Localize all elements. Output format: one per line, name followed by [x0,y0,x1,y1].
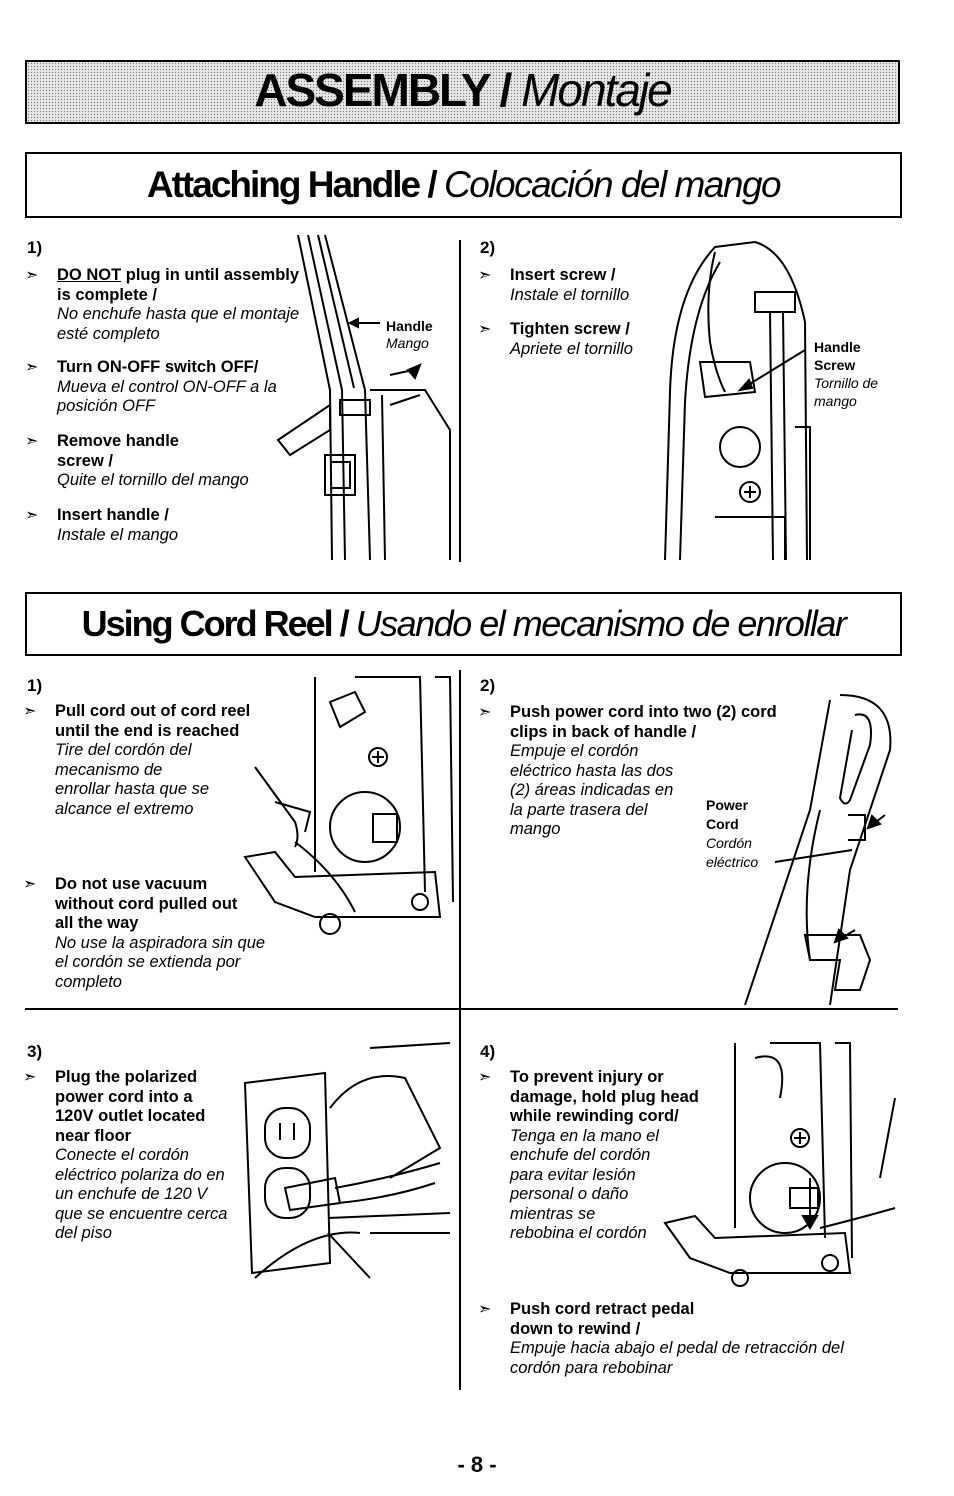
arrowhead-bullet-icon: ➣ [25,433,39,450]
callout-label: Power Cord Cordón eléctrico [706,797,759,870]
arrowhead-bullet-icon: ➣ [23,876,37,893]
arrowhead-bullet-icon: ➣ [478,704,492,721]
instruction-item: ➣ Push power cord into two (2) cord clip… [478,703,777,838]
instruction-item: ➣ To prevent injury or damage, hold plug… [478,1068,699,1242]
step-number: 2) [480,238,496,257]
arrowhead-bullet-icon: ➣ [478,1301,492,1318]
wall-outlet-plug-illustration [243,1042,451,1279]
instruction-item: ➣ Insert screw / Instale el tornillo [478,266,630,304]
instruction-item: ➣ Tighten screw / Apriete el tornillo [478,320,633,358]
instruction-item: ➣ Turn ON-OFF switch OFF/ Mueva el contr… [25,358,277,415]
section-title-attaching-handle: Attaching Handle / Colocación del mango [25,152,902,218]
step-number: 1) [27,676,43,695]
section2-divider-vertical [459,670,461,1390]
instruction-item: ➣ Insert handle / Instale el mango [25,506,179,544]
step-number: 4) [480,1042,496,1061]
assembly-banner: ASSEMBLY / Montaje [25,60,900,124]
instruction-item: ➣ Push cord retract pedal down to rewind… [478,1300,844,1377]
cord-reel-pull-illustration [243,676,454,935]
arrowhead-bullet-icon: ➣ [478,267,492,284]
arrowhead-bullet-icon: ➣ [25,507,39,524]
instruction-item: ➣ Plug the polarized power cord into a 1… [23,1068,228,1242]
arrowhead-bullet-icon: ➣ [478,1069,492,1086]
section-title-using-cord-reel: Using Cord Reel / Usando el mecanismo de… [25,592,902,656]
callout-label: Handle Screw Tornillo de mango [814,339,879,409]
instruction-item: ➣ Pull cord out of cord reel until the e… [23,702,251,818]
arrowhead-bullet-icon: ➣ [25,267,39,284]
handle-insert-illustration [276,234,451,560]
section1-divider [459,240,461,562]
arrowhead-bullet-icon: ➣ [23,1069,37,1086]
step-number: 1) [27,238,43,257]
arrowhead-bullet-icon: ➣ [23,703,37,720]
arrowhead-bullet-icon: ➣ [478,321,492,338]
callout-label: Handle Mango [386,318,433,351]
section2-divider-horizontal [25,1008,898,1010]
step-number: 3) [27,1042,43,1061]
step-number: 2) [480,676,496,695]
cord-rewind-pedal-illustration [663,1042,896,1287]
banner-title: ASSEMBLY / Montaje [254,64,673,116]
instruction-item: ➣ DO NOT plug in until assembly is compl… [25,266,300,343]
instruction-item: ➣ Do not use vacuum without cord pulled … [23,875,266,991]
instruction-item: ➣ Remove handle screw / Quite el tornill… [25,432,249,489]
arrowhead-bullet-icon: ➣ [25,359,39,376]
vacuum-handle-screw-illustration [664,240,811,560]
page-number: - 8 - [457,1452,497,1477]
handle-cord-clip-illustration [744,694,892,1005]
